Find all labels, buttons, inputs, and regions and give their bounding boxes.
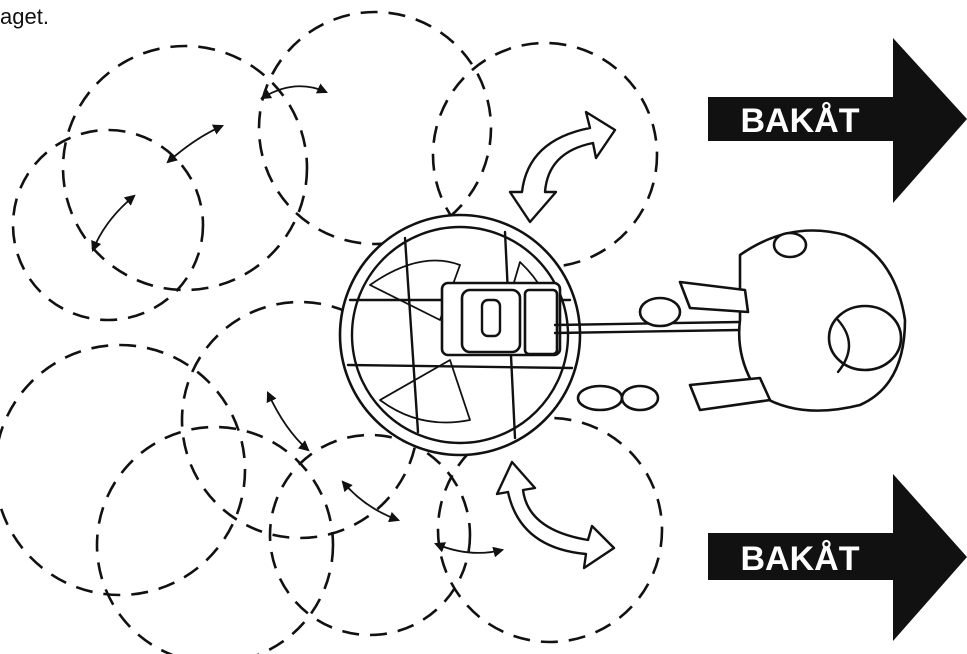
trowel-guard-bar (346, 363, 574, 370)
direction-arrow-top: BAKÅT (708, 38, 967, 203)
operator-foot (638, 296, 682, 328)
double-headed-arrow-icon (260, 83, 328, 100)
operator (576, 229, 907, 412)
operator-foot (576, 384, 624, 412)
operator-helmet-brim (836, 318, 851, 374)
double-headed-arrow-icon (266, 391, 310, 452)
curved-rotation-arrow-icon (495, 460, 616, 570)
handle-shaft (553, 328, 742, 335)
operator-foot (620, 384, 660, 412)
rotation-arrows (495, 110, 617, 570)
operator-helmet (827, 304, 903, 372)
double-headed-arrow-icon (91, 194, 136, 253)
direction-arrow-bottom: BAKÅT (708, 474, 967, 641)
direction-arrow-shape (708, 474, 967, 641)
trowel-engine-cover (460, 288, 522, 354)
trowel-guard-bar (403, 236, 420, 434)
power-trowel (338, 213, 582, 457)
dashed-circle-path (268, 433, 472, 637)
dashed-circle-path (11, 128, 205, 322)
dashed-circle-path (436, 416, 664, 644)
trowel-gearbox (523, 288, 559, 356)
caption-text: aget. (0, 4, 49, 29)
dashed-circle-path (257, 10, 493, 246)
double-headed-arrow-icon (341, 480, 401, 523)
direction-arrow-shape (708, 38, 967, 203)
double-headed-arrows (91, 83, 505, 558)
double-headed-arrow-icon (434, 542, 505, 558)
dashed-circle-path (0, 343, 247, 597)
trowel-fuel-cap (480, 298, 502, 338)
operator-arm (678, 280, 750, 314)
trowel-ring-inner (350, 225, 570, 445)
trowel-blade (379, 359, 471, 424)
direction-arrow-label: BAKÅT (741, 102, 860, 140)
trowel-blade (369, 259, 461, 321)
double-headed-arrow-icon (166, 124, 224, 164)
dashed-circle-path (95, 425, 335, 654)
direction-arrow-label: BAKÅT (741, 540, 860, 578)
dashed-circle-paths (0, 10, 664, 654)
curved-rotation-arrow-icon (508, 110, 617, 224)
operator-arm (688, 376, 772, 412)
dashed-circle-path (61, 44, 309, 292)
operator-glove (772, 231, 808, 259)
